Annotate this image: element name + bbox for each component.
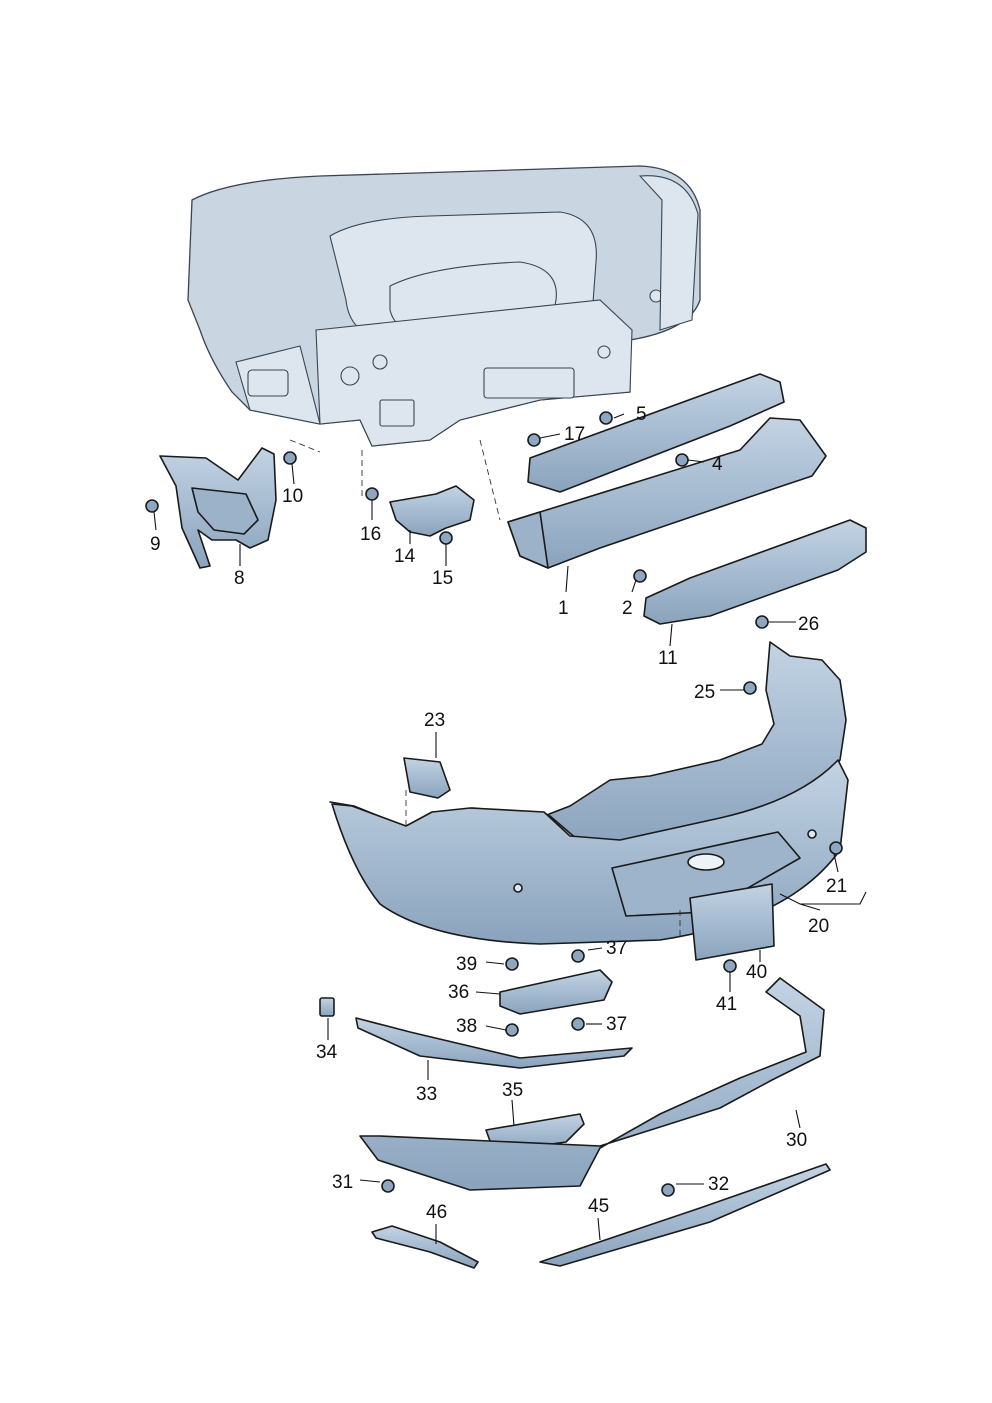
upper-foam-absorber [527,373,785,493]
callout-labels: 1 2 4 5 8 9 10 11 14 15 16 17 20 21 23 2… [150,404,847,1223]
trim-strip-46 [371,1225,479,1269]
callout-26: 26 [798,614,819,635]
alignment-lines [289,439,681,940]
callout-34: 34 [316,1042,338,1063]
callout-37-lower: 37 [606,1014,627,1035]
callout-9: 9 [150,534,161,555]
callout-16: 16 [360,524,381,545]
callout-32: 32 [708,1174,729,1195]
rear-body-shell [187,165,701,447]
callout-39: 39 [456,954,477,975]
callout-8: 8 [234,568,245,589]
callout-36: 36 [448,982,469,1003]
fasteners [145,411,843,1197]
callout-37-upper: 37 [606,938,627,959]
callout-2: 2 [622,598,633,619]
callout-4: 4 [712,454,723,475]
callout-14: 14 [394,546,416,567]
side-bracket-8 [159,447,277,569]
bumper-carrier-1 [507,417,827,569]
callout-5: 5 [636,404,647,425]
callout-20: 20 [808,916,829,937]
callout-33: 33 [416,1084,437,1105]
callout-30: 30 [786,1130,807,1151]
callout-41: 41 [716,994,737,1015]
leader-lines [153,413,867,1244]
callout-23: 23 [424,710,445,731]
callout-38: 38 [456,1016,477,1037]
plate-holder-40 [689,883,775,961]
callout-31: 31 [332,1172,353,1193]
callout-15: 15 [432,568,453,589]
callout-45: 45 [588,1196,609,1217]
callout-1: 1 [558,598,569,619]
energy-absorber-11 [643,519,867,625]
callout-10: 10 [282,486,303,507]
cap-23 [403,757,451,799]
trim-strip-45 [539,1163,831,1267]
callout-40: 40 [746,962,767,983]
callout-11: 11 [658,648,678,669]
callout-21: 21 [826,876,847,897]
cap-34 [319,997,335,1017]
guide-bracket-14 [389,485,475,537]
callout-35: 35 [502,1080,523,1101]
lower-spoiler-30 [359,977,825,1191]
callout-46: 46 [426,1202,447,1223]
callout-25: 25 [694,682,715,703]
callout-17: 17 [564,424,585,445]
trim-strip-33 [355,1017,633,1069]
bracket-36 [499,969,613,1015]
